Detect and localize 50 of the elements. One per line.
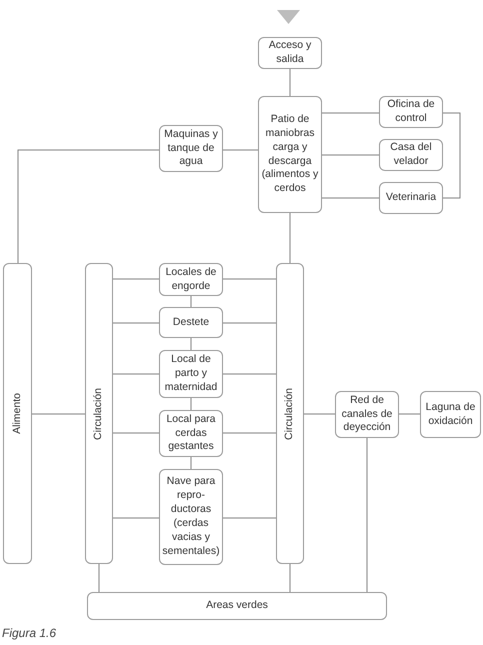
connector-line: [190, 456, 192, 470]
connector-line: [112, 322, 160, 324]
area-box: [159, 410, 223, 457]
area-box: [335, 391, 399, 438]
area-box: [379, 182, 443, 214]
node-label: Local de parto y maternidad: [164, 353, 218, 395]
vertical-band: [3, 263, 32, 564]
area-box: [420, 391, 481, 438]
area-box: [159, 263, 223, 296]
node-label: Red de canales de deyección: [340, 394, 394, 436]
connector-line: [366, 438, 368, 592]
connector-line: [322, 112, 380, 114]
connector-line: [190, 338, 192, 350]
node-label: Acceso y salida: [268, 39, 312, 67]
connector-line: [222, 278, 276, 280]
node-label: Locales de engorde: [164, 266, 218, 294]
vertical-band: [276, 263, 304, 564]
node-label: Areas verdes: [206, 599, 268, 613]
connector-line: [322, 154, 380, 156]
connector-line: [112, 278, 160, 280]
area-box: [258, 96, 322, 213]
connector-line: [442, 112, 460, 198]
area-box: [87, 592, 387, 620]
connector-line: [190, 398, 192, 410]
vertical-band: [85, 263, 113, 564]
connector-line: [222, 322, 276, 324]
node-label: Casa del velador: [389, 141, 433, 169]
connector-line: [98, 564, 100, 592]
node-label: Destete: [172, 316, 210, 330]
node-label: Laguna de oxidación: [424, 400, 476, 428]
node-label: Maquinas y tanque de agua: [163, 128, 219, 170]
node-label: Oficina de control: [386, 98, 436, 126]
connector-line: [18, 150, 160, 264]
area-box: [258, 37, 322, 69]
node-label: Veterinaria: [386, 191, 436, 205]
node-label: Circulación: [92, 388, 106, 440]
area-box: [159, 469, 223, 565]
node-label: Patio de maniobras carga y descarga (alimentos y cerdos: [260, 112, 320, 196]
connector-line: [112, 432, 160, 434]
area-box: [379, 96, 443, 128]
entrance-triangle: [277, 10, 300, 24]
figure-caption: Figura 1.6: [2, 626, 56, 640]
connector-line: [222, 432, 276, 434]
node-label: Nave para repro- ductoras (cerdas vacias y sementales): [161, 475, 221, 559]
node-label: Circulación: [283, 388, 296, 440]
area-box: [159, 307, 223, 338]
node-label: Local para cerdas gestantes: [165, 412, 217, 454]
node-label: Alimento: [10, 393, 24, 434]
area-box: [379, 139, 443, 171]
connector-line: [190, 296, 192, 308]
